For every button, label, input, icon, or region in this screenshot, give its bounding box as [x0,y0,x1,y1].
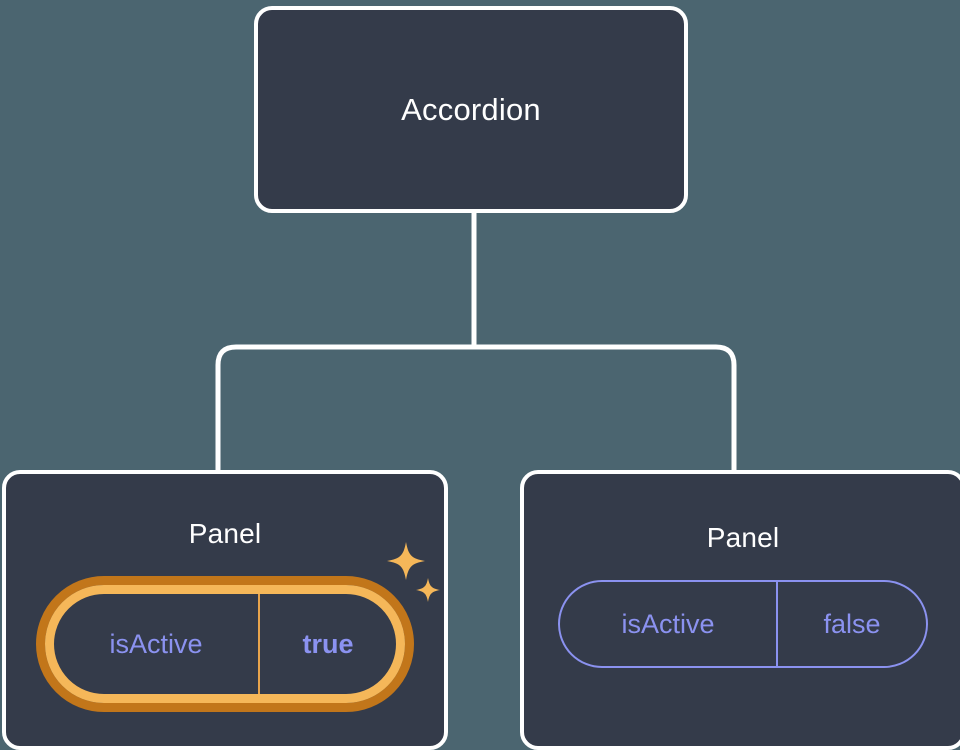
node-panel-active-label: Panel [188,518,262,549]
connector-branch-bus [215,344,737,470]
prop-pill-active[interactable]: isActive true [45,585,405,703]
component-tree-diagram: Accordion Panel isActive true Panel isAc… [2,6,960,750]
node-accordion[interactable]: Accordion [254,6,688,213]
node-panel-active[interactable]: Panel isActive true [2,470,448,750]
node-panel-inactive-label: Panel [706,522,780,553]
node-panel-inactive[interactable]: Panel isActive false [520,470,960,750]
prop-pill-active-wrap: isActive true [36,542,440,712]
prop-pill-inactive[interactable]: isActive false [558,580,928,668]
prop-value-is-active: true [302,628,354,659]
prop-key-is-active: isActive [54,594,260,694]
node-accordion-label: Accordion [401,92,541,127]
prop-value-is-active-inactive: false [823,608,881,639]
prop-key-is-active-inactive: isActive [560,582,778,666]
prop-pill-inactive-wrap: isActive false [558,580,928,668]
prop-pill-active-highlight-ring: isActive true [36,576,414,712]
